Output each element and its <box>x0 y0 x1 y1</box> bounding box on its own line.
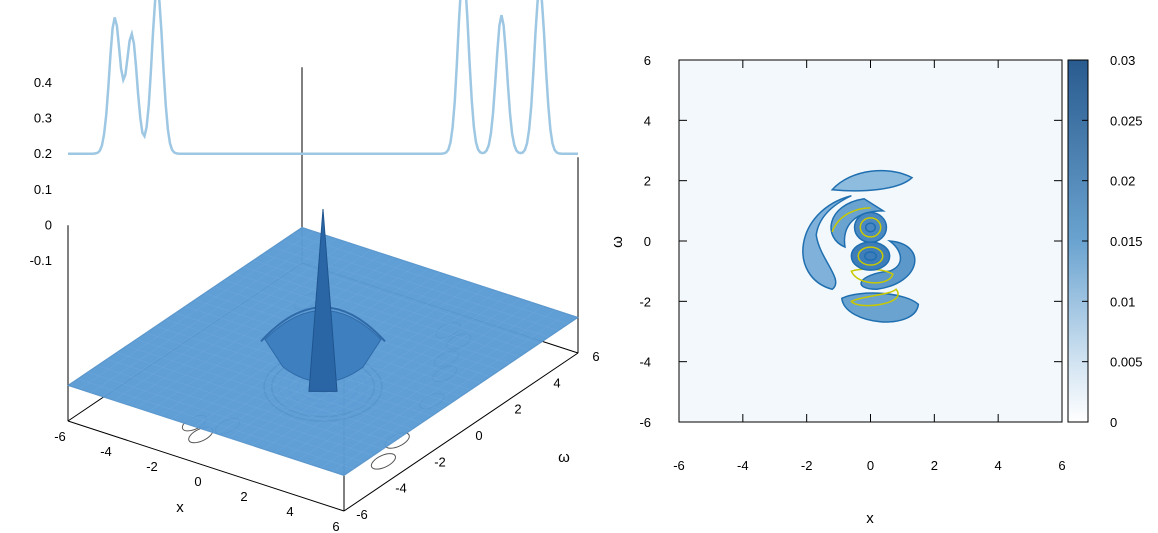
z-tick-label: 0.4 <box>34 75 52 90</box>
x-tick-label: -4 <box>737 458 749 473</box>
core-ring-upper <box>859 217 882 238</box>
region-outer-arc-top <box>830 169 914 192</box>
x-tick-label: 2 <box>240 489 247 504</box>
z-tick-label: -0.1 <box>30 253 52 268</box>
grid-line <box>343 317 579 476</box>
surface-peak-spike <box>308 208 338 392</box>
x-tick-label: 0 <box>194 474 201 489</box>
x-axis-label: x <box>866 510 874 527</box>
y-tick-label: 2 <box>644 174 651 189</box>
y-tick-label: -4 <box>639 355 651 370</box>
colorbar-tick-label: 0.005 <box>1110 355 1143 370</box>
colorbar-tick-label: 0.03 <box>1110 53 1135 68</box>
region-outer-arc-left <box>802 195 852 291</box>
core-ring-upper <box>853 211 888 244</box>
y-tick-label: 4 <box>644 113 651 128</box>
y-tick-label: 6 <box>592 349 599 364</box>
heatmap-regions <box>802 169 920 323</box>
y-tick-label: -2 <box>639 294 651 309</box>
y-tick-label: 2 <box>514 402 521 417</box>
box-edge-x <box>67 420 345 512</box>
colorbar-tick-label: 0 <box>1110 415 1117 430</box>
x-tick-label: 6 <box>1058 458 1065 473</box>
core-ring-lower <box>864 251 877 261</box>
surface-peak <box>260 208 386 392</box>
colorbar-tick-label: 0.025 <box>1110 113 1143 128</box>
floor-contour <box>370 453 396 470</box>
x-tick-label: -4 <box>100 444 112 459</box>
y-tick-label: 6 <box>644 53 651 68</box>
x-tick-label: -2 <box>801 458 813 473</box>
tick-labels-3d: 0.4 0.3 0.2 0.1 0 -0.1 -6 -4 -2 0 2 4 6 -6 -4 -2 0 2 4 6 <box>30 75 600 533</box>
z-tick-label: 0 <box>45 217 52 232</box>
z-tick-label: 0.3 <box>34 111 52 126</box>
z-tick-label: 0.2 <box>34 146 52 161</box>
region-outer-arc-bottom <box>840 292 920 323</box>
x-axis-label-3d: x <box>176 499 184 516</box>
grid-line <box>262 253 540 344</box>
y-tick-label: -6 <box>356 507 368 522</box>
grid-line <box>320 309 556 469</box>
grid-line <box>301 227 579 318</box>
x-tick-label: 6 <box>332 519 339 533</box>
z-tick-label: 0.1 <box>34 182 52 197</box>
y-tick-label: -2 <box>434 454 446 469</box>
grid-line <box>309 305 544 465</box>
core-ring-lower <box>857 246 884 266</box>
x-tick-label: 4 <box>995 458 1002 473</box>
contour-inner-bottom <box>850 288 899 307</box>
y-axis-label-3d: ω <box>558 449 570 466</box>
y-tick-label: 0 <box>475 428 482 443</box>
x-tick-label: 2 <box>931 458 938 473</box>
grid-line <box>332 313 567 472</box>
grid-line <box>292 233 569 325</box>
colorbar-tick-label: 0.02 <box>1110 174 1135 189</box>
box-edge-w <box>343 352 579 512</box>
x-tick-label: -6 <box>673 458 685 473</box>
x-tick-label: 0 <box>867 458 874 473</box>
y-tick-label: 0 <box>644 234 651 249</box>
x-tick-label: -6 <box>54 429 66 444</box>
core-ring-lower <box>850 241 891 271</box>
x-tick-label: 4 <box>286 504 293 519</box>
x-tick-label: -2 <box>146 459 158 474</box>
y-tick-label: -4 <box>395 481 407 496</box>
surface-grid <box>67 227 579 476</box>
region-mid-arc-right <box>860 240 916 291</box>
colorbar-ticks: 0.03 0.025 0.02 0.015 0.01 0.005 0 <box>1082 53 1143 430</box>
colorbar-tick-label: 0.01 <box>1110 294 1135 309</box>
contour-inner-left <box>831 207 871 233</box>
y-tick-label: 4 <box>553 375 560 390</box>
core-ring-upper <box>864 222 877 233</box>
heatmap-ticks: -6 -4 -2 0 2 4 6 6 4 2 0 -2 -4 -6 <box>639 53 1065 473</box>
colorbar-tick-label: 0.015 <box>1110 234 1143 249</box>
grid-line <box>282 240 559 331</box>
y-axis-label: ω <box>609 236 626 248</box>
y-tick-label: -6 <box>639 415 651 430</box>
marginal-x-curve <box>68 0 578 155</box>
